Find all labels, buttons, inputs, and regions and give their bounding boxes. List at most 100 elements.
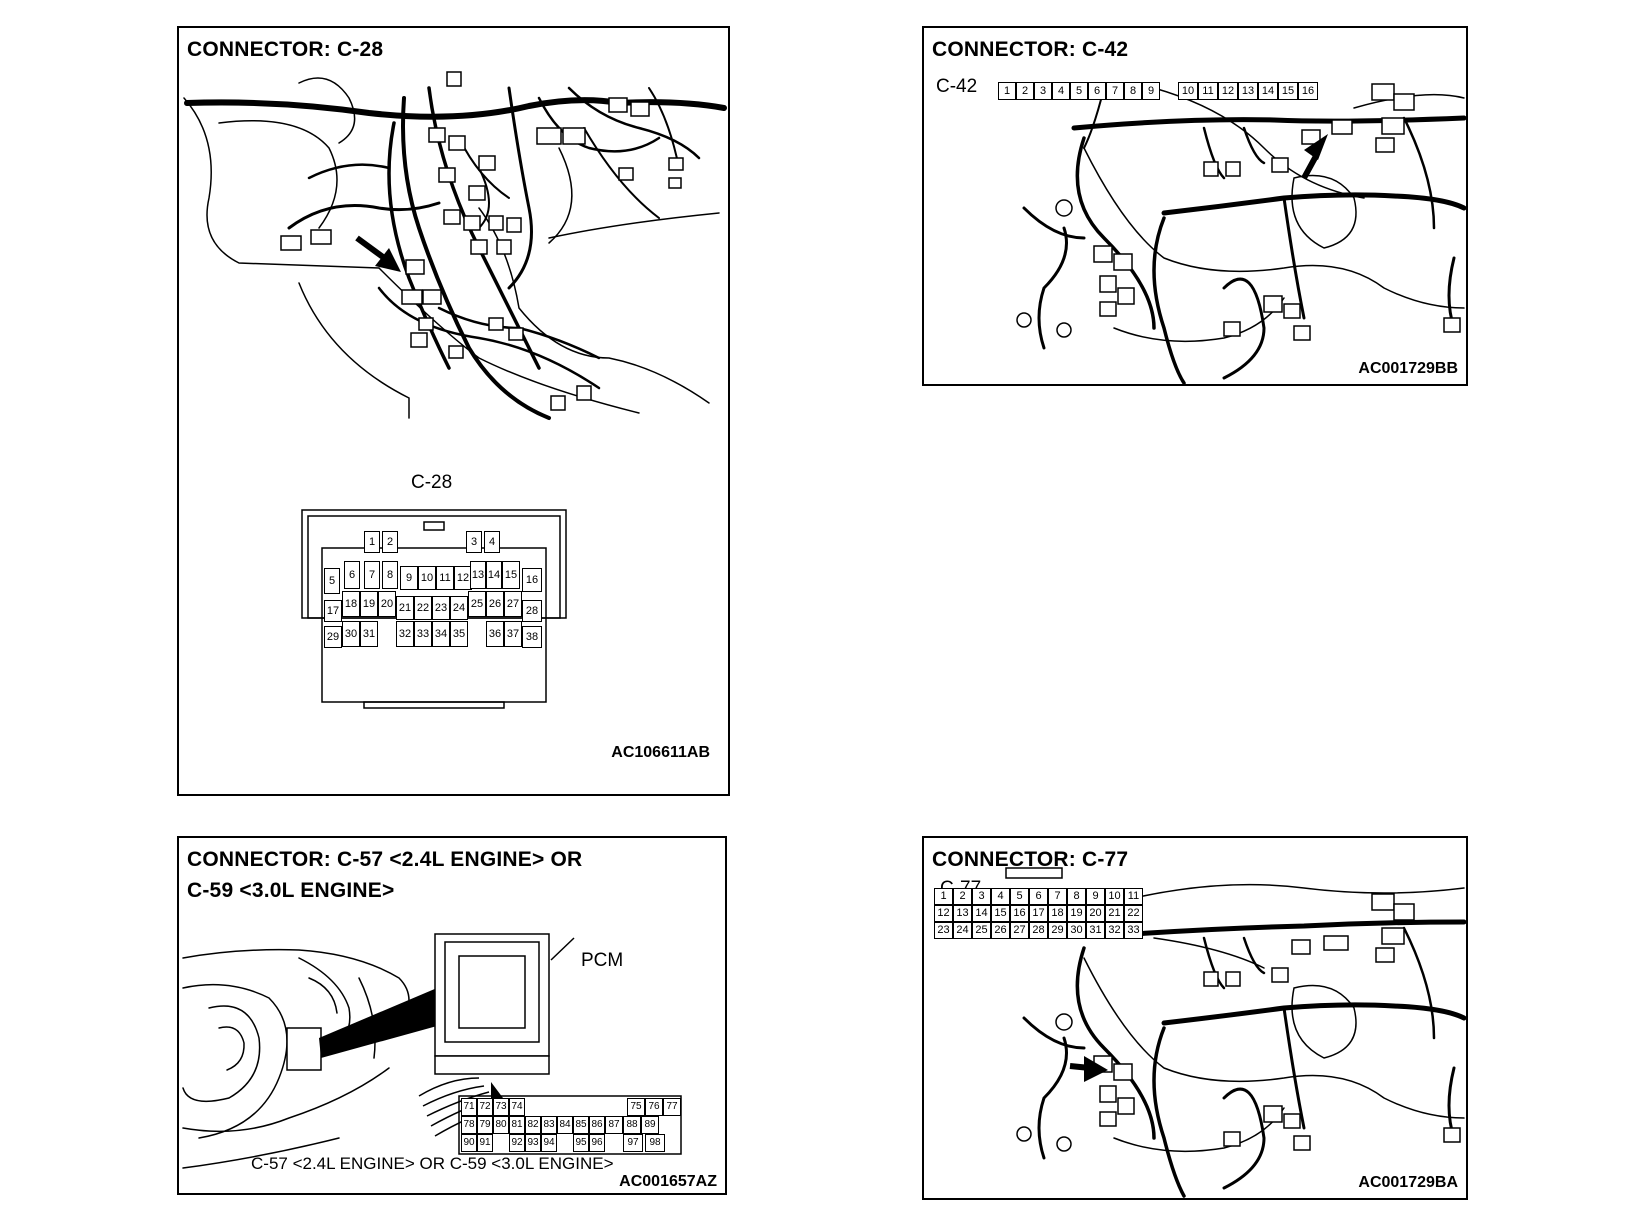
connector-pin: 20 — [1086, 905, 1105, 922]
connector-pin: 9 — [1086, 888, 1105, 905]
connector-pin: 34 — [432, 621, 450, 647]
connector-pin: 1 — [364, 531, 380, 553]
connector-pin: 18 — [1048, 905, 1067, 922]
figure-code: AC106611AB — [611, 744, 710, 761]
connector-pin: 14 — [972, 905, 991, 922]
connector-pin: 19 — [360, 591, 378, 617]
connector-pin: 36 — [486, 621, 504, 647]
panel-c77: CONNECTOR: C-77 C-77 1234567891011121314… — [922, 836, 1468, 1200]
connector-pin: 12 — [1218, 82, 1238, 100]
connector-pin: 16 — [1298, 82, 1318, 100]
connector-pin: 23 — [432, 596, 450, 620]
figure-code: AC001729BA — [1358, 1174, 1458, 1191]
connector-pin: 5 — [1010, 888, 1029, 905]
connector-pin: 82 — [525, 1116, 541, 1134]
connector-pin: 6 — [344, 561, 360, 589]
connector-pin: 9 — [400, 566, 418, 590]
connector-pin: 18 — [342, 591, 360, 617]
connector-pin: 79 — [477, 1116, 493, 1134]
figure-code: AC001729BB — [1358, 360, 1458, 377]
connector-pin: 4 — [1052, 82, 1070, 100]
connector-pin: 15 — [991, 905, 1010, 922]
panel-title: CONNECTOR: C-57 <2.4L ENGINE> OR C-59 <3… — [187, 848, 583, 902]
panel-title: CONNECTOR: C-28 — [187, 38, 384, 61]
connector-pin: 13 — [1238, 82, 1258, 100]
connector-pin: 33 — [1124, 922, 1143, 939]
panel-title: CONNECTOR: C-77 — [932, 848, 1129, 871]
connector-pin: 91 — [477, 1134, 493, 1152]
connector-pin: 25 — [468, 591, 486, 617]
connector-pin: 7 — [1048, 888, 1067, 905]
connector-pin: 32 — [396, 621, 414, 647]
connector-pin: 8 — [1067, 888, 1086, 905]
connector-pin: 1 — [934, 888, 953, 905]
connector-pin: 74 — [509, 1098, 525, 1116]
connector-pin: 75 — [627, 1098, 645, 1116]
connector-pin: 38 — [522, 626, 542, 648]
connector-pin: 29 — [324, 626, 342, 648]
connector-pin: 96 — [589, 1134, 605, 1152]
connector-pin: 25 — [972, 922, 991, 939]
connector-pin: 2 — [382, 531, 398, 553]
connector-pin: 72 — [477, 1098, 493, 1116]
connector-pin: 3 — [466, 531, 482, 553]
connector-pin: 90 — [461, 1134, 477, 1152]
connector-pin: 6 — [1088, 82, 1106, 100]
connector-pin: 2 — [953, 888, 972, 905]
harness-drawing-c28 — [183, 71, 727, 709]
connector-pin: 24 — [953, 922, 972, 939]
connector-pin: 15 — [1278, 82, 1298, 100]
connector-pin: 20 — [378, 591, 396, 617]
connector-pin: 78 — [461, 1116, 477, 1134]
connector-pin: 7 — [364, 561, 380, 589]
connector-pin: 85 — [573, 1116, 589, 1134]
connector-pin: 2 — [1016, 82, 1034, 100]
connector-pin: 8 — [1124, 82, 1142, 100]
connector-pin: 17 — [324, 600, 342, 622]
panel-title: CONNECTOR: C-42 — [932, 38, 1129, 61]
connector-pin: 22 — [1124, 905, 1143, 922]
connector-pin: 95 — [573, 1134, 589, 1152]
connector-pin: 6 — [1029, 888, 1048, 905]
connector-pin: 92 — [509, 1134, 525, 1152]
connector-pin: 3 — [972, 888, 991, 905]
connector-label: C-42 — [936, 76, 978, 97]
connector-pin: 77 — [663, 1098, 681, 1116]
connector-pin: 17 — [1029, 905, 1048, 922]
connector-pin: 81 — [509, 1116, 525, 1134]
connector-pin: 83 — [541, 1116, 557, 1134]
connector-pin: 30 — [1067, 922, 1086, 939]
connector-pin: 84 — [557, 1116, 573, 1134]
connector-pin: 5 — [324, 568, 340, 594]
connector-pin: 14 — [486, 561, 502, 589]
connector-pin: 24 — [450, 596, 468, 620]
connector-label: C-28 — [411, 472, 453, 493]
connector-pin: 30 — [342, 621, 360, 647]
connector-pin: 97 — [623, 1134, 643, 1152]
connector-pin: 27 — [1010, 922, 1029, 939]
connector-pin: 98 — [645, 1134, 665, 1152]
connector-pin: 10 — [418, 566, 436, 590]
connector-pin: 4 — [484, 531, 500, 553]
connector-pin: 80 — [493, 1116, 509, 1134]
connector-pin: 32 — [1105, 922, 1124, 939]
connector-pin: 4 — [991, 888, 1010, 905]
connector-pin: 26 — [486, 591, 504, 617]
figure-code: AC001657AZ — [619, 1173, 717, 1190]
connector-pin: 5 — [1070, 82, 1088, 100]
connector-pin: 89 — [641, 1116, 659, 1134]
connector-pin: 87 — [605, 1116, 623, 1134]
connector-pin: 12 — [934, 905, 953, 922]
connector-pin: 21 — [1105, 905, 1124, 922]
connector-pin: 21 — [396, 596, 414, 620]
connector-pin: 23 — [934, 922, 953, 939]
pcm-label: PCM — [581, 950, 624, 971]
connector-pin: 7 — [1106, 82, 1124, 100]
connector-pin: 28 — [1029, 922, 1048, 939]
connector-pin: 22 — [414, 596, 432, 620]
connector-pin: 27 — [504, 591, 522, 617]
connector-pin: 10 — [1178, 82, 1198, 100]
connector-pin: 31 — [1086, 922, 1105, 939]
